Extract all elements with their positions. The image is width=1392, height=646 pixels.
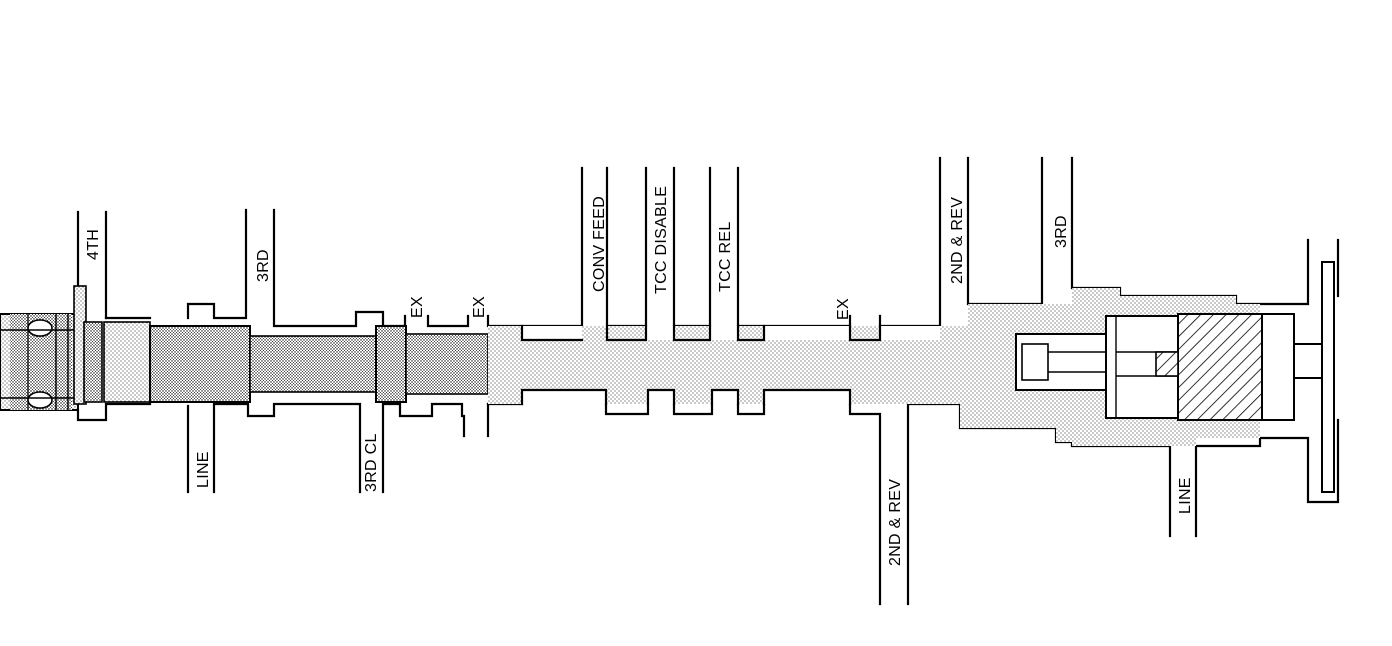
label-ex-1: EX xyxy=(409,296,426,318)
label-line-bottom-right: LINE xyxy=(1177,477,1194,514)
label-3rd-top-left: 3RD xyxy=(255,249,272,282)
spool-valve xyxy=(0,261,1335,493)
label-3rd-top-right: 3RD xyxy=(1053,215,1070,248)
label-tcc-disable: TCC DISABLE xyxy=(653,186,670,294)
label-conv-feed: CONV FEED xyxy=(591,196,608,292)
label-2nd-rev-bottom: 2ND & REV xyxy=(887,479,904,566)
port-labels: 4TH 3RD EX EX CONV FEED TCC DISABLE TCC … xyxy=(85,186,1194,566)
label-4th: 4TH xyxy=(85,229,102,260)
label-3rd-cl: 3RD CL xyxy=(363,433,380,492)
label-ex-3: EX xyxy=(835,298,852,320)
label-ex-2: EX xyxy=(471,296,488,318)
label-line-bottom-left: LINE xyxy=(195,451,212,488)
label-tcc-rel: TCC REL xyxy=(717,221,734,292)
label-2nd-rev-top: 2ND & REV xyxy=(949,197,966,284)
